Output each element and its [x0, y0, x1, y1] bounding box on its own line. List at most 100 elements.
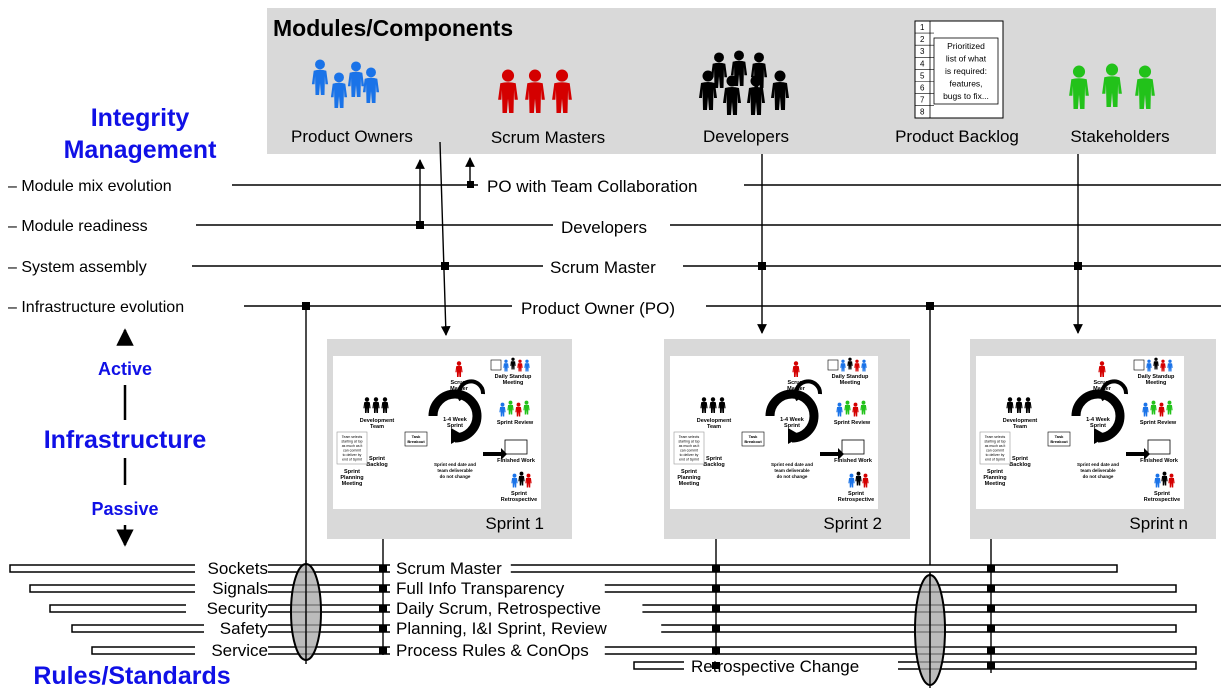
daily-standup-label: Daily Standup — [495, 374, 532, 380]
daily-standup-label: Meeting — [1146, 380, 1167, 386]
sprint-constraint-note: Sprint end date and — [771, 462, 813, 467]
scrum-cycle-background — [333, 356, 541, 509]
rule-right-label: Process Rules & ConOps — [396, 641, 589, 660]
rule-left-label: Signals — [212, 579, 268, 598]
selection-note-text: end of Sprint — [679, 458, 699, 462]
rule-node — [379, 605, 387, 612]
rule-left-label: Security — [207, 599, 269, 618]
rule-node — [712, 647, 720, 654]
sprint-planning-label: Planning — [340, 475, 363, 481]
sprint-backlog-label: Backlog — [703, 462, 724, 468]
standup-document-icon — [490, 359, 502, 371]
development-team-label: Development — [360, 418, 395, 424]
sprint-review-label: Sprint Review — [1140, 420, 1177, 426]
rule-left-label: Service — [211, 641, 268, 660]
sprint-label: Sprint 1 — [485, 514, 544, 533]
sprint-retrospective-label: Retrospective — [501, 497, 537, 503]
rule-label-background — [390, 618, 662, 638]
daily-cycle-arrow — [794, 379, 822, 402]
daily-standup-label: Meeting — [503, 380, 524, 386]
rule-right-label: Planning, I&I Sprint, Review — [396, 619, 607, 638]
integrity-lines — [192, 184, 1221, 307]
sprint-label: Sprint n — [1129, 514, 1188, 533]
scrum-cycle-background — [976, 356, 1184, 509]
development-team-label: Development — [1003, 418, 1038, 424]
integrity-item-module-mix: – Module mix evolution — [8, 178, 172, 195]
rule-left-label: Sockets — [208, 559, 268, 578]
rule-label-background — [684, 655, 898, 675]
finished-work-arrow — [1126, 448, 1150, 460]
sprint-planning-label: Planning — [983, 475, 1006, 481]
finished-work-box — [1147, 439, 1171, 455]
backlog-row-number: 1 — [920, 23, 925, 32]
selection-note-text: to deliver by — [343, 453, 362, 457]
selection-note-text: as much as it — [679, 444, 700, 448]
infrastructure-passive: Passive — [91, 499, 158, 519]
finished-work-box — [841, 439, 865, 455]
rule-label-background — [204, 618, 268, 638]
selection-note-box — [979, 431, 1011, 465]
sprint-constraint-note: do not change — [1083, 474, 1114, 479]
task-breakout-label: Breakout — [744, 439, 762, 444]
finished-work-label: Finished Work — [834, 458, 873, 464]
rule-node — [987, 565, 995, 572]
rule-bar — [9, 564, 1118, 573]
backlog-note-line: Prioritized — [947, 41, 985, 51]
sprint-constraint-note: team deliverable — [437, 468, 473, 473]
scrum-master-label: Scrum — [450, 380, 467, 386]
role-label-stakeholders: Stakeholders — [1070, 127, 1169, 146]
modules-title: Modules/Components — [273, 15, 513, 41]
selection-note-box — [336, 431, 368, 465]
rule-node — [987, 662, 995, 669]
rule-node — [712, 625, 720, 632]
connector-nodes — [302, 181, 1082, 310]
backlog-row-number: 4 — [920, 59, 925, 68]
selection-note-text: Team selects — [985, 435, 1006, 439]
sprint-planning-label: Meeting — [985, 481, 1006, 487]
sprint-planning-label: Sprint — [987, 469, 1003, 475]
selection-note-text: can commit — [343, 449, 361, 453]
rule-label-background — [390, 640, 605, 660]
rule-node — [987, 647, 995, 654]
sprint-cycle-arrow — [765, 389, 819, 443]
sprint-retrospective-label: Sprint — [1154, 491, 1170, 497]
sprint-cycle-label: 1-4 Week — [1086, 417, 1111, 423]
daily-standup-label: Meeting — [840, 380, 861, 386]
task-breakout-box — [1047, 431, 1071, 447]
selection-note-text: Team selects — [342, 435, 363, 439]
backlog-row-number: 3 — [920, 47, 925, 56]
sprint-review-label: Sprint Review — [834, 420, 871, 426]
line-label-product-owner: Product Owner (PO) — [521, 299, 675, 318]
retrospective-change-label: Retrospective Change — [691, 657, 859, 676]
selection-note-text: starting at top — [341, 440, 362, 444]
sprint-retrospective-label: Retrospective — [838, 497, 874, 503]
finished-work-box — [504, 439, 528, 455]
role-label-product-owners: Product Owners — [291, 127, 413, 146]
sprint-backlog-label: Sprint — [706, 456, 722, 462]
sprint-cycle-label: Sprint — [784, 423, 800, 429]
cycle-arrowhead — [451, 428, 465, 444]
role-label-scrum-masters: Scrum Masters — [491, 128, 605, 147]
line-label-po-team: PO with Team Collaboration — [487, 177, 697, 196]
sprint-backlog-label: Backlog — [366, 462, 387, 468]
rule-left-label: Safety — [220, 619, 269, 638]
rule-node — [987, 605, 995, 612]
development-team-label: Development — [697, 418, 732, 424]
backlog-row-number: 7 — [920, 96, 925, 105]
task-breakout-label: Breakout — [1050, 439, 1068, 444]
infrastructure-title: Infrastructure — [44, 426, 207, 454]
task-breakout-box — [404, 431, 428, 447]
selection-note-text: end of Sprint — [342, 458, 362, 462]
backlog-row-number: 5 — [920, 71, 925, 80]
rule-node — [712, 565, 720, 572]
rule-node — [379, 647, 387, 654]
cycle-arrowhead — [788, 428, 802, 444]
rule-label-background — [390, 578, 605, 598]
